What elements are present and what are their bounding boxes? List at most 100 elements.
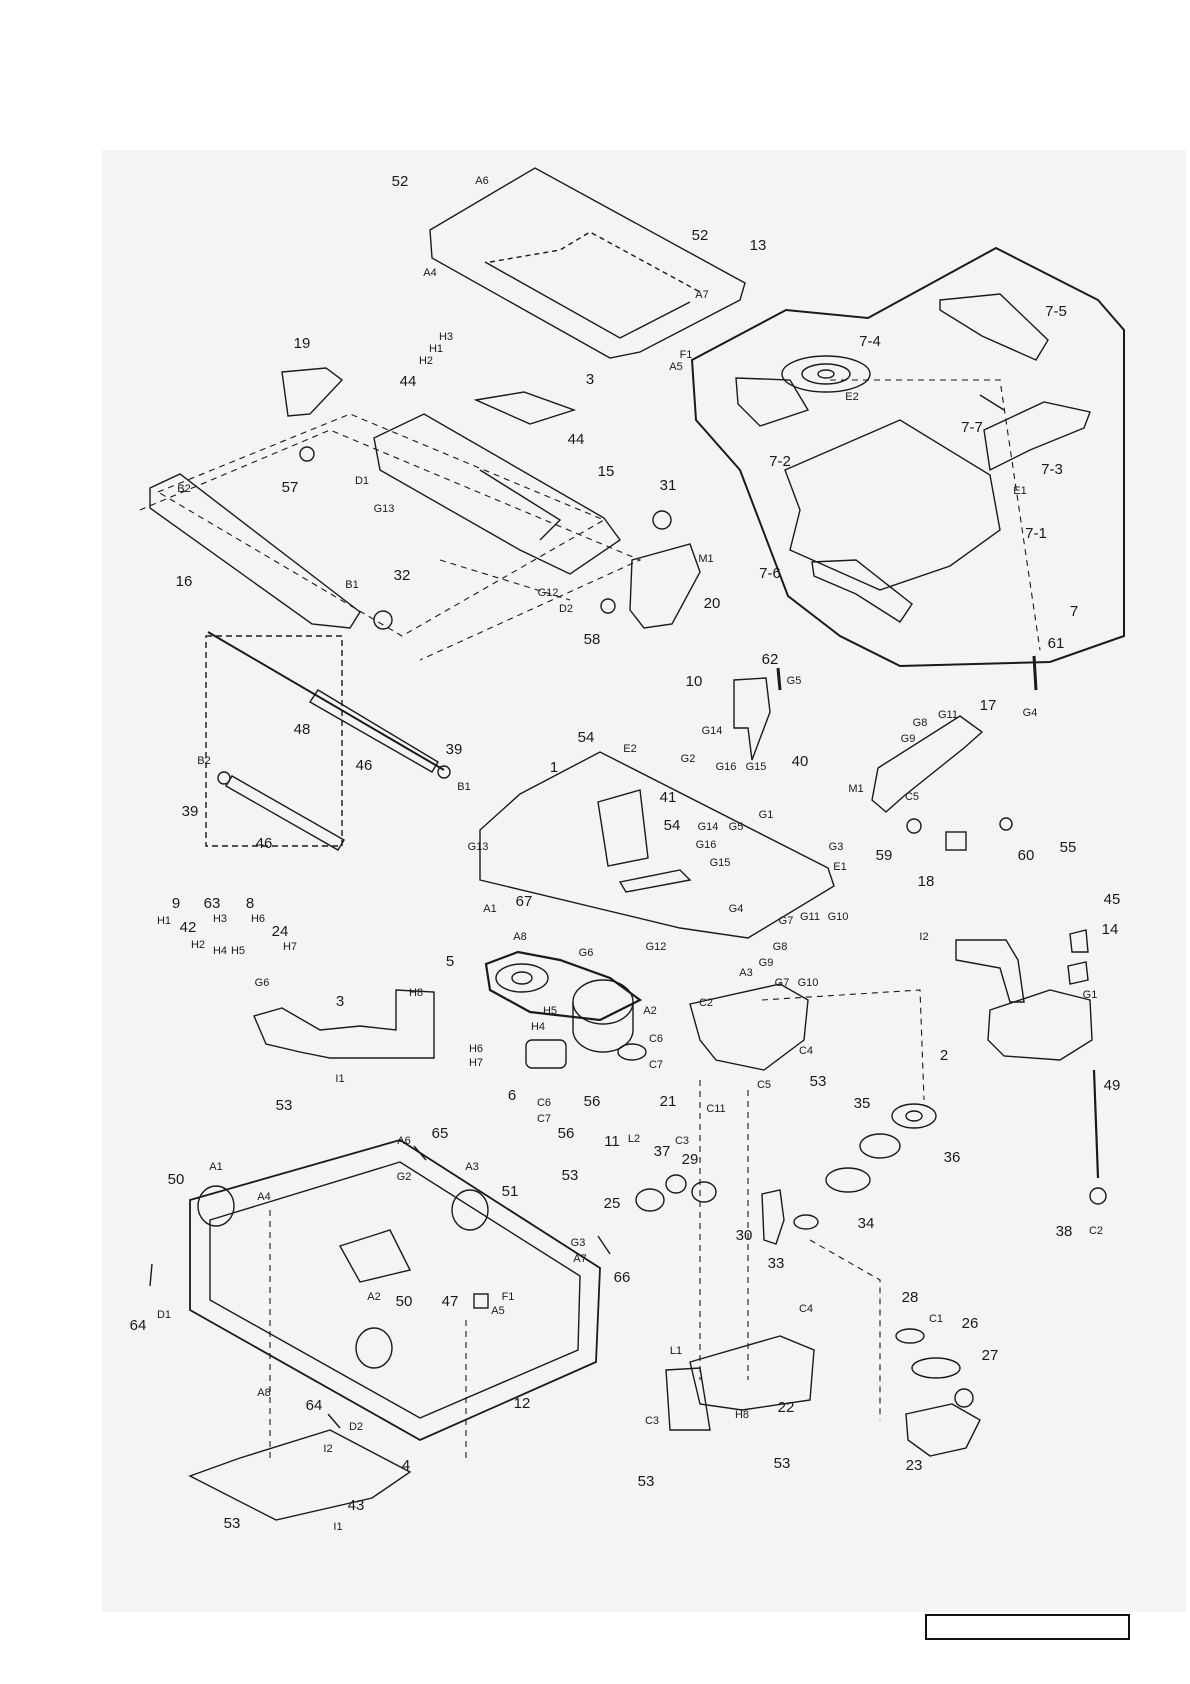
callout-14: 14 [1102,921,1119,938]
ref-A8: A8 [513,931,526,943]
part-59-spring [906,818,922,834]
part-20-bracket [629,543,701,629]
callout-3b: 3 [336,993,344,1010]
ref-H4: H4 [213,945,227,957]
callout-53e: 53 [774,1455,791,1472]
part-30-shaft [761,1189,785,1245]
part-7-4-disc [781,355,871,393]
callout-35: 35 [854,1095,871,1112]
callout-13: 13 [750,237,767,254]
ref-H6: H6 [251,913,265,925]
ref-G14: G14 [702,725,723,737]
part-61-pin [1032,655,1038,691]
callout-53f: 53 [638,1473,655,1490]
callout-50b: 50 [396,1293,413,1310]
callout-11: 11 [604,1133,620,1150]
part-3-flex-lower [253,989,435,1059]
ref-G15b: G15 [710,857,731,869]
callout-37: 37 [654,1143,671,1160]
ref-B1b: B1 [457,781,470,793]
part-50-mount-a [197,1185,235,1227]
callout-39a: 39 [446,741,463,758]
callout-62: 62 [762,651,779,668]
callout-39b: 39 [182,803,199,820]
ref-C7: C7 [649,1059,663,1071]
ref-G11: G11 [800,911,820,923]
part-58-spring [600,598,616,614]
ref-H5b: H5 [543,1005,557,1017]
ref-G4b: G4 [729,903,744,915]
callout-34: 34 [858,1215,875,1232]
part-26-gear [911,1357,961,1379]
callout-26: 26 [962,1315,979,1332]
ref-H6b: H6 [469,1043,483,1055]
ref-C6: C6 [649,1033,663,1045]
callout-30: 30 [736,1227,753,1244]
callout-47: 47 [442,1293,459,1310]
part-4-board [188,1429,412,1521]
ref-G12b: G12 [646,941,667,953]
callout-54a: 54 [578,729,595,746]
ref-G3b: G3 [571,1237,586,1249]
callout-1: 1 [550,759,558,776]
part-7-outline [690,246,1125,668]
part-7-6-bracket [811,559,913,623]
ref-G11b: G11 [938,709,958,721]
part-3-plate-upper [473,391,577,425]
ref-C11: C11 [706,1103,725,1115]
part-27-gear [954,1388,974,1408]
part-21-bracket [689,983,809,1071]
callout-32: 32 [394,567,411,584]
callout-53b: 53 [810,1073,827,1090]
callout-27: 27 [982,1347,999,1364]
ref-G13: G13 [374,503,395,515]
part-65-spring [413,1145,427,1161]
ref-G7b: G7 [775,977,790,989]
ref-G12: G12 [538,587,559,599]
part-33-washer [793,1214,819,1230]
callout-53d: 53 [224,1515,241,1532]
callout-51: 51 [502,1183,519,1200]
ref-H4b: H4 [531,1021,545,1033]
part-62-pin [776,667,782,691]
part-39-washer-b [217,771,231,785]
ref-C5b: C5 [757,1079,771,1091]
callout-56a: 56 [584,1093,601,1110]
callout-54b: 54 [664,817,681,834]
ref-H7: H7 [283,941,297,953]
ref-H3: H3 [439,331,453,343]
ref-G13b: G13 [468,841,489,853]
callout-7-5: 7-5 [1045,303,1067,320]
ref-G15: G15 [746,761,767,773]
ref-G14b: G14 [698,821,719,833]
callout-8: 8 [246,895,254,912]
part-10-bracket [733,677,771,761]
callout-65: 65 [432,1125,449,1142]
ref-A5b: A5 [491,1305,504,1317]
ref-A7b: A7 [573,1253,586,1265]
callout-43: 43 [348,1497,365,1514]
part-38-bearing [1089,1187,1107,1205]
part-46-shaft-upper [309,689,439,773]
callout-57: 57 [282,479,299,496]
ref-A5: A5 [669,361,682,373]
part-19-bracket [281,367,344,417]
ref-I1: I1 [335,1073,344,1085]
ref-A1b: A1 [209,1161,222,1173]
part-32-bushing [373,610,393,630]
ref-C3: C3 [675,1135,689,1147]
callout-36: 36 [944,1149,961,1166]
ref-G5: G5 [787,675,802,687]
ref-D1b: D1 [157,1309,171,1321]
ref-E1b: E1 [833,861,846,873]
part-51-mount [451,1189,489,1231]
ref-I2: I2 [919,931,928,943]
ref-G2: G2 [681,753,696,765]
callout-2: 2 [940,1047,948,1064]
callout-24: 24 [272,923,289,940]
part-2-flex [955,939,1025,1003]
part-39-washer-a [437,765,451,779]
part-7-5-bracket [939,293,1049,361]
callout-49: 49 [1104,1077,1121,1094]
drawing-sheet [102,150,1186,1612]
